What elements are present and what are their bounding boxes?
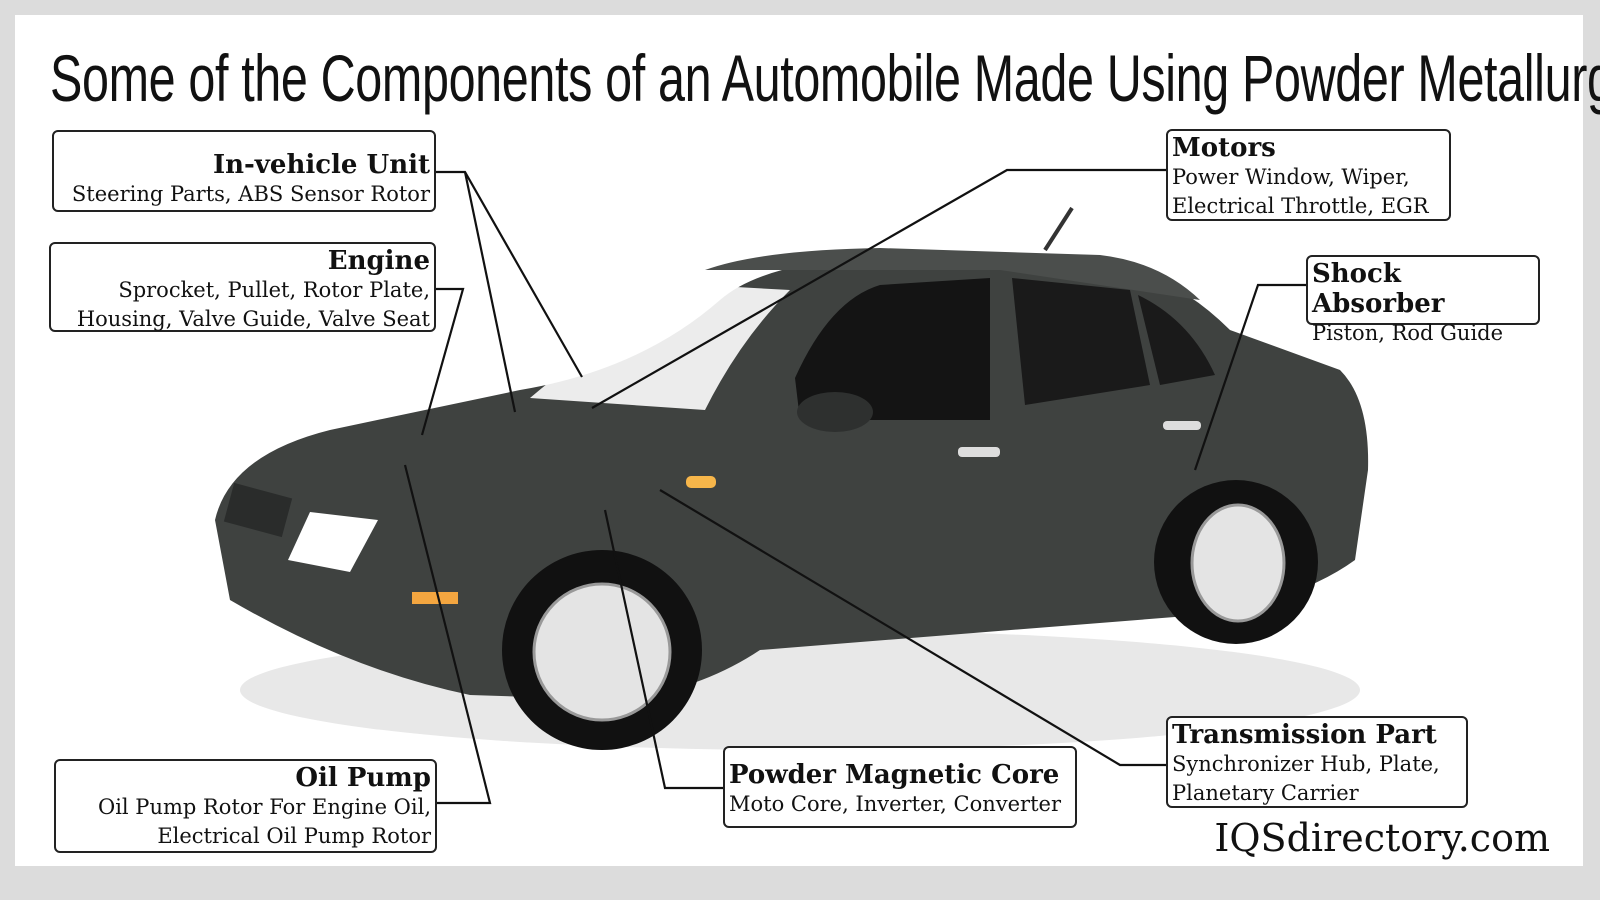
callout-engine: Engine Sprocket, Pullet, Rotor Plate, Ho… [49,242,436,332]
callout-text: Housing, Valve Guide, Valve Seat [76,307,430,331]
leader-lines [403,168,1306,805]
front-wheel-hubcap [532,582,672,722]
leader-shock [1193,283,1306,471]
leader-in-vehicle [435,170,583,378]
headlight [288,512,378,572]
callout-heading: In-vehicle Unit [212,150,430,180]
side-marker [686,476,716,488]
callout-shock-absorber: Shock Absorber Piston, Rod Guide [1306,255,1540,345]
callout-heading: Shock Absorber [1312,259,1445,319]
callout-heading: Transmission Part [1172,720,1437,750]
callout-motors: Motors Power Window, Wiper, Electrical T… [1166,129,1451,221]
door-handle-rear [1163,421,1201,430]
car-roof [705,248,1200,300]
callout-text: Sprocket, Pullet, Rotor Plate, [118,278,430,302]
callout-heading: Motors [1172,133,1276,163]
callout-text: Steering Parts, ABS Sensor Rotor [71,182,430,206]
callout-text: Electrical Oil Pump Rotor [157,824,431,848]
rear-quarter-window [1138,295,1215,385]
brand-watermark: IQSdirectory.com [1214,816,1550,860]
leader-motors [591,168,1166,409]
callout-text: Oil Pump Rotor For Engine Oil, [97,795,431,819]
callout-text: Power Window, Wiper, [1172,165,1410,189]
grille [223,482,293,538]
callout-text: Synchronizer Hub, Plate, [1172,752,1440,776]
leader-oil-pump [403,464,492,805]
side-mirror [797,392,873,432]
antenna [1043,206,1074,252]
leader-magnetic-core [603,509,723,790]
rear-wheel-hubcap [1190,503,1286,623]
callout-transmission-part: Transmission Part Synchronizer Hub, Plat… [1166,716,1468,808]
turn-signal-front [412,592,458,604]
page-title: Some of the Components of an Automobile … [50,41,1600,115]
rear-window [1012,278,1150,405]
callout-powder-magnetic-core: Powder Magnetic Core Moto Core, Inverter… [723,746,1077,828]
callout-in-vehicle-unit: In-vehicle Unit Steering Parts, ABS Sens… [52,130,436,212]
callout-text: Moto Core, Inverter, Converter [729,792,1062,816]
leader-transmission [659,489,1166,767]
callout-heading: Engine [327,246,430,276]
callout-text: Planetary Carrier [1172,781,1359,805]
callout-heading: Oil Pump [295,763,431,793]
windshield [530,285,790,410]
callout-oil-pump: Oil Pump Oil Pump Rotor For Engine Oil, … [54,759,437,853]
callout-heading: Powder Magnetic Core [729,760,1060,790]
leader-in-vehicle-2 [463,171,517,413]
leader-engine [420,287,465,436]
callout-text: Electrical Throttle, EGR [1172,194,1429,218]
callout-text: Piston, Rod Guide [1312,321,1504,345]
door-handle-front [958,447,1000,457]
front-window [795,278,990,420]
